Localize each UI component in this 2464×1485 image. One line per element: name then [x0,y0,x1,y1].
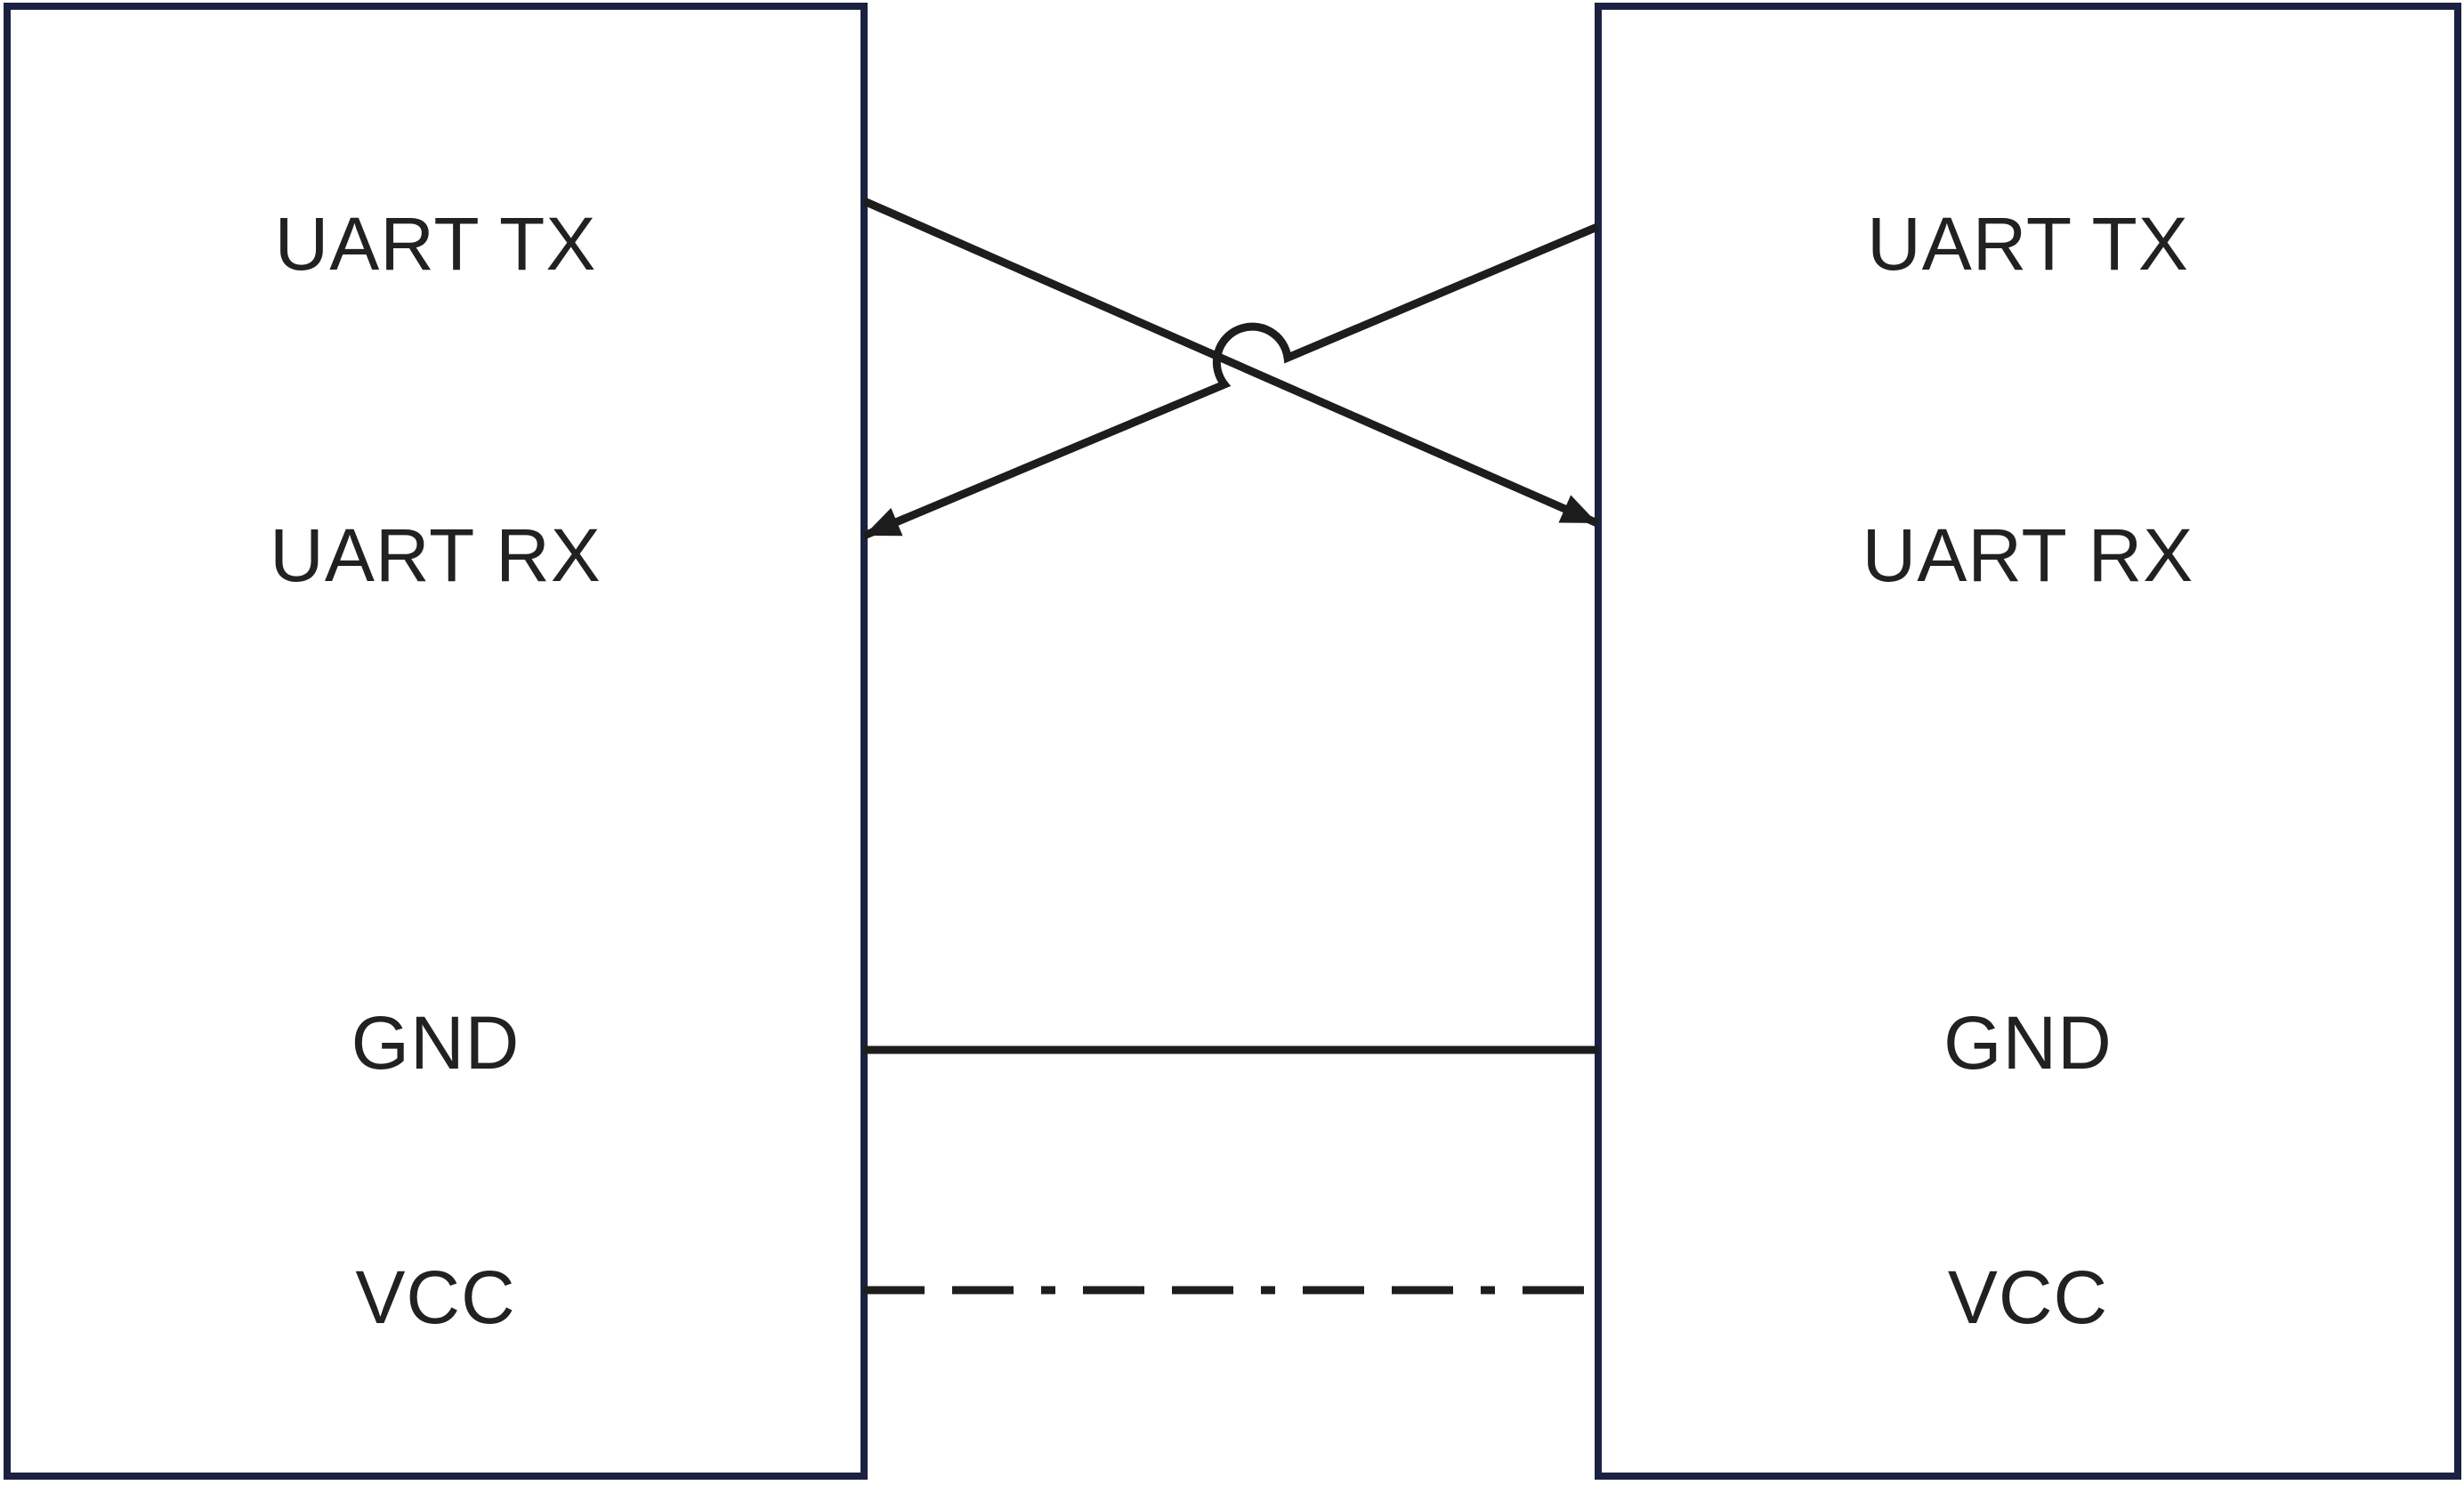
right-pin-uart-tx: UART TX [1867,202,2189,286]
left-device-box: UART TX UART RX GND VCC [4,3,868,1480]
right-pin-uart-rx: UART RX [1862,513,2194,597]
wire-tx-right-to-rx-left [862,222,1599,540]
wire-tx-left-to-rx-right [862,197,1599,528]
right-pin-gnd: GND [1943,1001,2113,1085]
left-pin-uart-tx: UART TX [274,202,597,286]
left-pin-vcc: VCC [355,1255,516,1339]
right-pin-vcc: VCC [1947,1255,2109,1339]
left-pin-gnd: GND [351,1001,521,1085]
right-device-box: UART TX UART RX GND VCC [1595,3,2461,1480]
left-pin-uart-rx: UART RX [270,513,602,597]
